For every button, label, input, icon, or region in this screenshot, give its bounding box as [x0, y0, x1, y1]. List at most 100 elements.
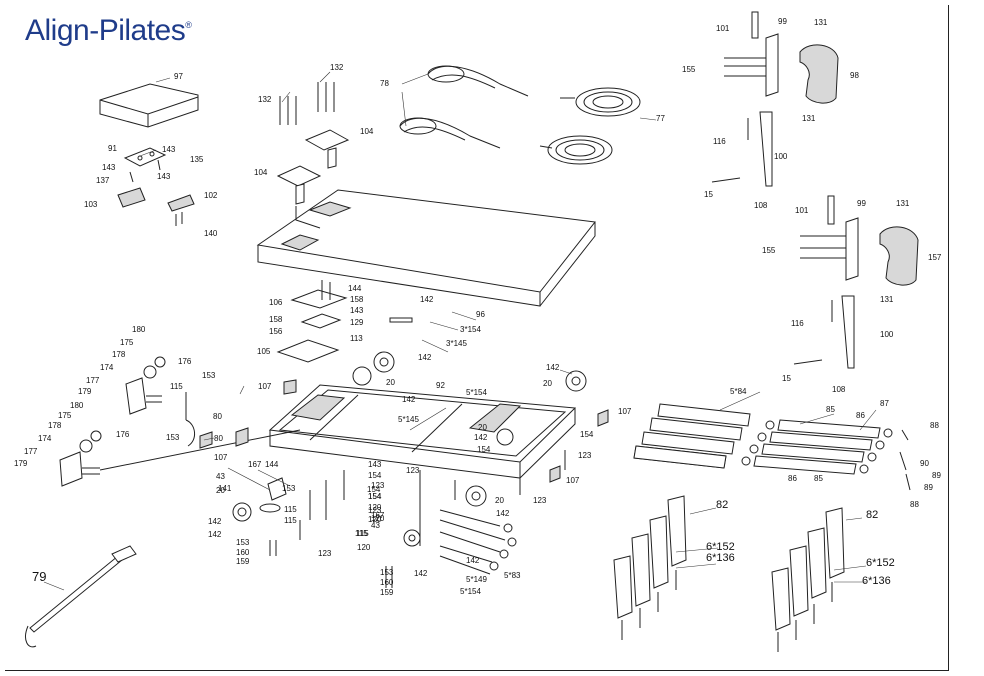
callout-107: 107	[618, 407, 632, 416]
callout-154: 154	[368, 471, 382, 480]
callout-92: 92	[436, 381, 445, 390]
callout-3x154: 3*154	[460, 325, 481, 334]
callout-6x136: 6*136	[706, 552, 735, 564]
feet-82-right	[771, 507, 845, 652]
callout-132: 132	[258, 95, 272, 104]
callout-89: 89	[924, 483, 933, 492]
callout-167: 167	[248, 460, 262, 469]
callout-20: 20	[386, 378, 395, 387]
callout-82: 82	[716, 499, 728, 511]
callout-158: 158	[350, 295, 364, 304]
callout-131: 131	[814, 18, 828, 27]
callout-87: 87	[880, 399, 889, 408]
callout-5x83: 5*83	[504, 571, 521, 580]
callout-105: 105	[257, 347, 271, 356]
handle-bracket-assembly-top	[711, 11, 839, 187]
callout-155: 155	[682, 65, 696, 74]
callout-154: 154	[368, 492, 382, 501]
callout-123: 123	[368, 506, 382, 515]
callout-77: 77	[656, 114, 665, 123]
callout-123: 123	[533, 496, 547, 505]
callout-154: 154	[477, 445, 491, 454]
callout-80: 80	[213, 412, 222, 421]
callout-20: 20	[216, 486, 225, 495]
callout-100: 100	[880, 330, 894, 339]
callout-107: 107	[258, 382, 272, 391]
callout-177: 177	[86, 376, 100, 385]
callout-123: 123	[318, 549, 332, 558]
callout-103: 103	[84, 200, 98, 209]
callout-120: 120	[371, 514, 385, 523]
callout-159: 159	[236, 557, 250, 566]
straps-78	[399, 65, 529, 149]
callout-91: 91	[108, 144, 117, 153]
callout-155: 155	[762, 246, 776, 255]
callout-20: 20	[495, 496, 504, 505]
callout-144: 144	[348, 284, 362, 293]
seat-cushion-97	[99, 83, 199, 128]
callout-142: 142	[414, 569, 428, 578]
callout-180: 180	[70, 401, 84, 410]
callout-180: 180	[132, 325, 146, 334]
callout-5x154: 5*154	[466, 388, 487, 397]
callout-106: 106	[269, 298, 283, 307]
callout-154: 154	[367, 485, 381, 494]
callout-120: 120	[368, 503, 382, 512]
leader-lines	[43, 71, 877, 591]
rollers-84	[633, 403, 751, 469]
brand-logo: Align-Pilates®	[25, 14, 192, 48]
callout-142: 142	[208, 517, 222, 526]
callout-179: 179	[78, 387, 92, 396]
callout-123: 123	[578, 451, 592, 460]
callout-6x136: 6*136	[862, 575, 891, 587]
pole-79	[25, 545, 137, 648]
callout-153: 153	[236, 538, 250, 547]
brand-logo-text: Align-Pilates	[25, 14, 186, 47]
callout-157: 157	[928, 253, 942, 262]
callout-177: 177	[24, 447, 38, 456]
callout-115: 115	[170, 382, 183, 391]
callout-123: 123	[371, 481, 385, 490]
callout-101: 101	[716, 24, 730, 33]
frame-92	[268, 370, 587, 507]
callout-131: 131	[802, 114, 816, 123]
callout-154: 154	[580, 430, 594, 439]
callout-131: 131	[880, 295, 894, 304]
callout-140: 140	[204, 229, 218, 238]
callout-5x145: 5*145	[398, 415, 419, 424]
callout-175: 175	[58, 411, 72, 420]
wheel-hardware-lower	[232, 409, 609, 588]
callout-178: 178	[112, 350, 126, 359]
callout-153: 153	[166, 433, 180, 442]
callout-135: 135	[190, 155, 204, 164]
callout-143: 143	[102, 163, 116, 172]
foot-bracket-upper	[125, 356, 166, 415]
callout-3x145: 3*145	[446, 339, 467, 348]
callout-167: 167	[371, 511, 385, 520]
callout-96: 96	[476, 310, 485, 319]
callout-115: 115	[356, 529, 369, 538]
callout-159: 159	[380, 588, 394, 597]
callout-176: 176	[116, 430, 130, 439]
registered-mark: ®	[185, 20, 192, 30]
callout-153: 153	[202, 371, 216, 380]
callout-15: 15	[782, 374, 791, 383]
callout-142: 142	[418, 353, 432, 362]
handle-bracket-assembly-bottom	[793, 195, 919, 369]
bracket-parts-91	[117, 147, 195, 226]
callout-160: 160	[380, 578, 394, 587]
callout-88: 88	[910, 500, 919, 509]
callout-174: 174	[100, 363, 114, 372]
callout-6x152: 6*152	[706, 541, 735, 553]
callout-78: 78	[380, 79, 389, 88]
callout-142: 142	[208, 530, 222, 539]
callout-108: 108	[832, 385, 846, 394]
callout-82: 82	[866, 509, 878, 521]
callout-142: 142	[496, 509, 510, 518]
plate-parts-104	[276, 82, 350, 205]
callout-115: 115	[284, 505, 297, 514]
springs-85-86-87	[741, 419, 911, 491]
callout-5x84: 5*84	[730, 387, 747, 396]
